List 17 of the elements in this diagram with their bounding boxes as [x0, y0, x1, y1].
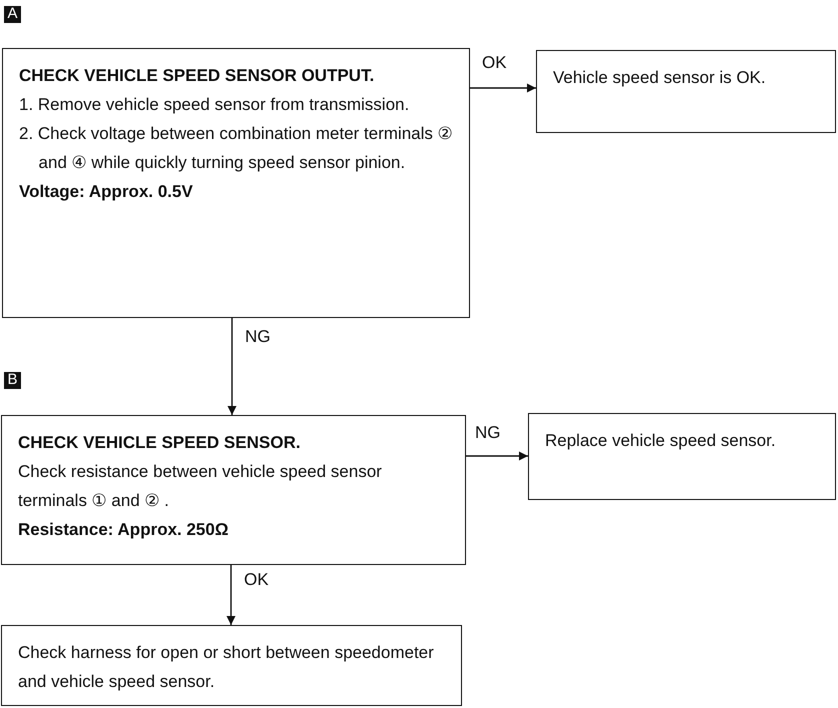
- box-text: Check resistance between vehicle speed sensor terminals ① and ② .: [18, 461, 383, 512]
- box-text: Check harness for open or short between speedometer and vehicle speed sensor.: [18, 642, 435, 693]
- box-text: Replace vehicle speed sensor.: [545, 430, 777, 452]
- process-box: [1, 625, 462, 706]
- process-box: [528, 413, 836, 500]
- step-marker: B: [4, 372, 21, 389]
- box-text: Voltage: Approx. 0.5V: [19, 181, 194, 203]
- box-text: 2. Check voltage between combination meter terminals ② and ④ while quickly turning speed sensor pinion.: [19, 123, 454, 174]
- box-text: Resistance: Approx. 250Ω: [18, 519, 230, 541]
- box-text: 1. Remove vehicle speed sensor from transmission.: [19, 94, 410, 116]
- box-text: Vehicle speed sensor is OK.: [553, 67, 767, 89]
- process-box: [536, 50, 836, 133]
- process-box: [1, 415, 466, 565]
- box-heading: CHECK VEHICLE SPEED SENSOR.: [18, 432, 302, 454]
- box-heading: CHECK VEHICLE SPEED SENSOR OUTPUT.: [19, 65, 376, 87]
- process-box: [2, 48, 470, 318]
- step-marker: A: [4, 6, 21, 23]
